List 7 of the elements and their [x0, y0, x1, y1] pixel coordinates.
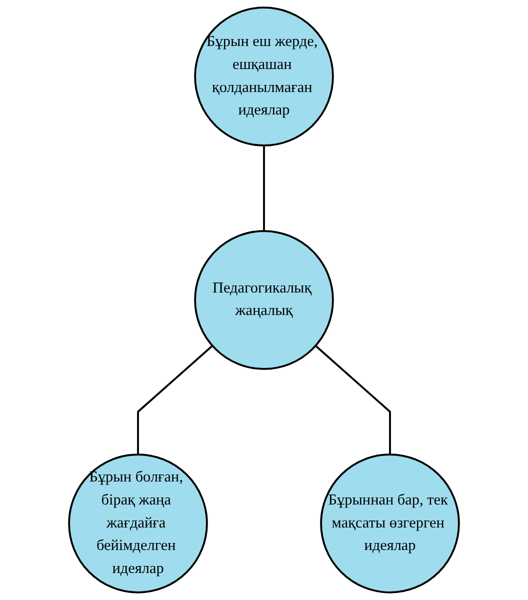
- node-circle: Бұрыннан бар, тек мақсаты өзгерген идеялар: [320, 454, 460, 594]
- node-circle: Педагогикалық жаңалық: [194, 230, 334, 370]
- node-circle: Бұрын еш жерде, ешқашан қолданылмаған идеялар: [194, 6, 334, 146]
- connector: [263, 145, 265, 232]
- connector: [137, 345, 214, 455]
- connector: [314, 345, 391, 455]
- node-circle: Бұрын болған, бірақ жаңа жағдайға бейімделген идеялар: [68, 454, 208, 594]
